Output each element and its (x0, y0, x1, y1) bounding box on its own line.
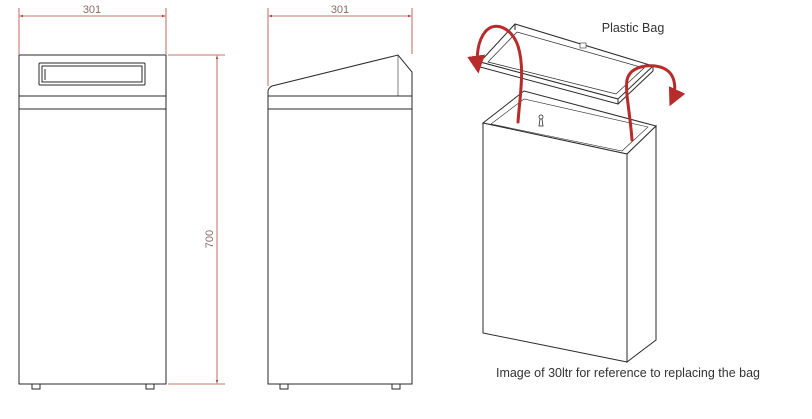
front-width-dimension (18, 8, 167, 54)
side-view (267, 8, 413, 390)
front-foot-right (145, 383, 155, 390)
right-lift-arrow (625, 64, 686, 142)
side-width-label: 301 (331, 4, 349, 16)
front-foot-left (31, 383, 41, 390)
side-foot-right (391, 383, 401, 390)
side-width-dimension (267, 8, 413, 86)
flap-opening (38, 62, 146, 86)
front-width-label: 301 (83, 4, 101, 16)
front-view (18, 8, 225, 390)
diagram-caption: Image of 30ltr for reference to replacin… (496, 366, 760, 380)
side-foot-left (279, 383, 289, 390)
front-height-dimension (168, 54, 225, 385)
left-lift-arrow (467, 24, 524, 124)
side-lid (267, 54, 413, 109)
side-body (267, 108, 413, 385)
front-height-label: 700 (204, 230, 216, 248)
bin-body (481, 90, 657, 364)
bag-diagram (479, 23, 657, 364)
bag-frame (479, 23, 654, 105)
removal-arrows (467, 24, 686, 142)
front-body (18, 108, 167, 385)
bag-label: Plastic Bag (602, 21, 665, 35)
keyhole (538, 114, 544, 127)
